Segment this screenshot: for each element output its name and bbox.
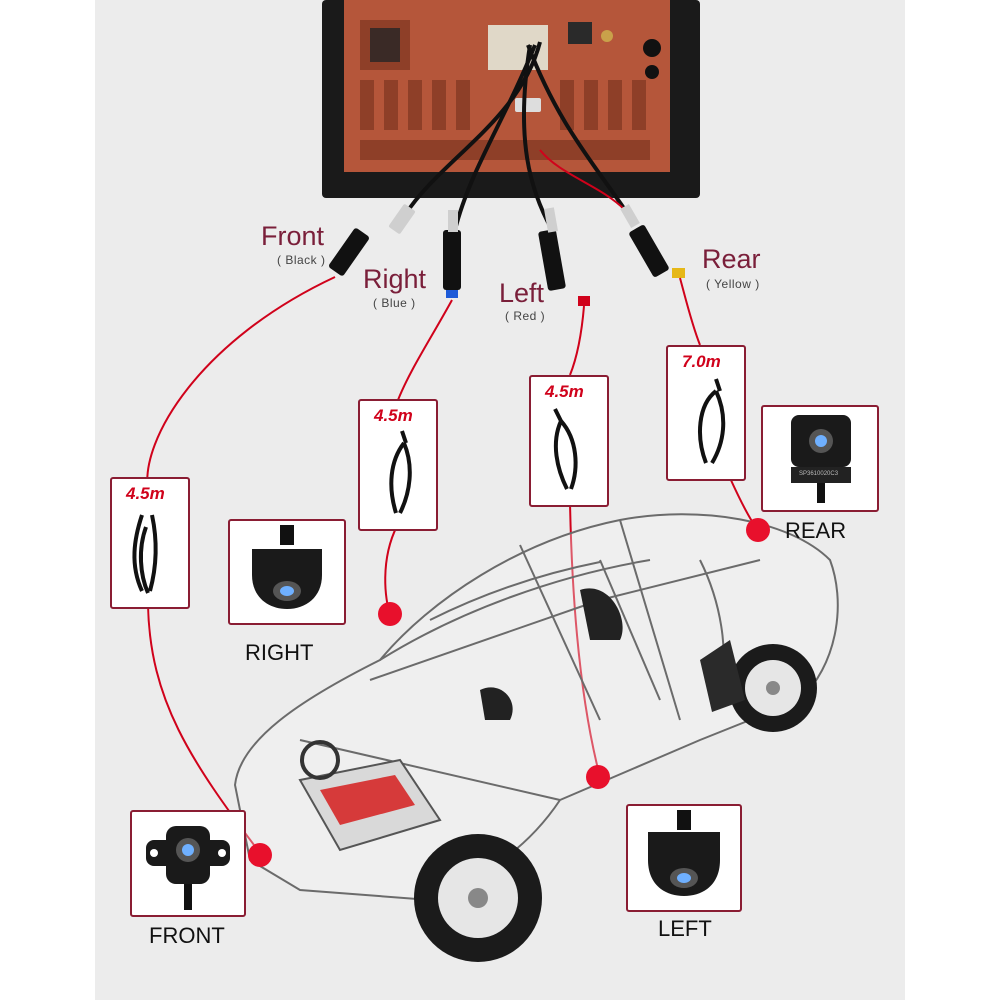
camera-label-left: LEFT — [658, 916, 712, 941]
camera-dome-icon — [252, 525, 322, 609]
camera-bracket-icon — [146, 826, 230, 910]
output-label-rear: Rear — [702, 244, 761, 274]
cable-box-right: 4.5m — [358, 399, 438, 531]
cable-box-front: 4.5m — [110, 477, 190, 609]
cable-coil-icon — [698, 378, 726, 465]
mount-point-left — [586, 765, 610, 789]
mount-point-right — [378, 602, 402, 626]
camera-box-left — [626, 804, 742, 912]
connector-front — [329, 204, 415, 276]
connector-right — [443, 210, 461, 298]
output-color-right: ( Blue ) — [373, 296, 416, 310]
car-interior — [480, 588, 745, 720]
cable-length-rear: 7.0m — [682, 352, 721, 371]
output-label-right: Right — [363, 264, 427, 294]
car-engine — [298, 740, 442, 852]
red-harness-wire — [539, 149, 626, 211]
camera-box-right — [228, 519, 346, 625]
cable-coil-icon — [553, 408, 578, 490]
cable-box-left: 4.5m — [529, 375, 609, 507]
output-label-left: Left — [499, 278, 545, 308]
car-wheel-front — [414, 834, 542, 962]
cable-length-right: 4.5m — [374, 406, 413, 425]
cable-box-rear: 7.0m — [666, 345, 746, 481]
mount-point-rear — [746, 518, 770, 542]
camera-label-front: FRONT — [149, 923, 225, 948]
output-label-front: Front — [261, 221, 325, 251]
camera-dome-icon — [648, 810, 720, 896]
rear-camera-marking: SP3610020C3 — [799, 471, 839, 477]
camera-box-front — [130, 810, 246, 917]
camera-label-right: RIGHT — [245, 640, 314, 665]
cable-coil-icon — [132, 514, 158, 594]
cable-coil-icon — [389, 430, 412, 514]
cable-length-left: 4.5m — [545, 382, 584, 401]
output-color-left: ( Red ) — [505, 309, 546, 323]
mount-point-front — [248, 843, 272, 867]
car-wheel-rear — [729, 644, 817, 732]
camera-box-icon — [791, 415, 851, 503]
cable-length-front: 4.5m — [126, 484, 165, 503]
connector-left — [538, 207, 590, 306]
camera-label-rear: REAR — [785, 518, 847, 543]
connector-rear — [620, 203, 685, 278]
output-color-rear: ( Yellow ) — [706, 277, 760, 291]
output-color-front: ( Black ) — [277, 253, 326, 267]
camera-box-rear: SP3610020C3 — [761, 405, 879, 512]
harness-wires — [403, 41, 637, 231]
